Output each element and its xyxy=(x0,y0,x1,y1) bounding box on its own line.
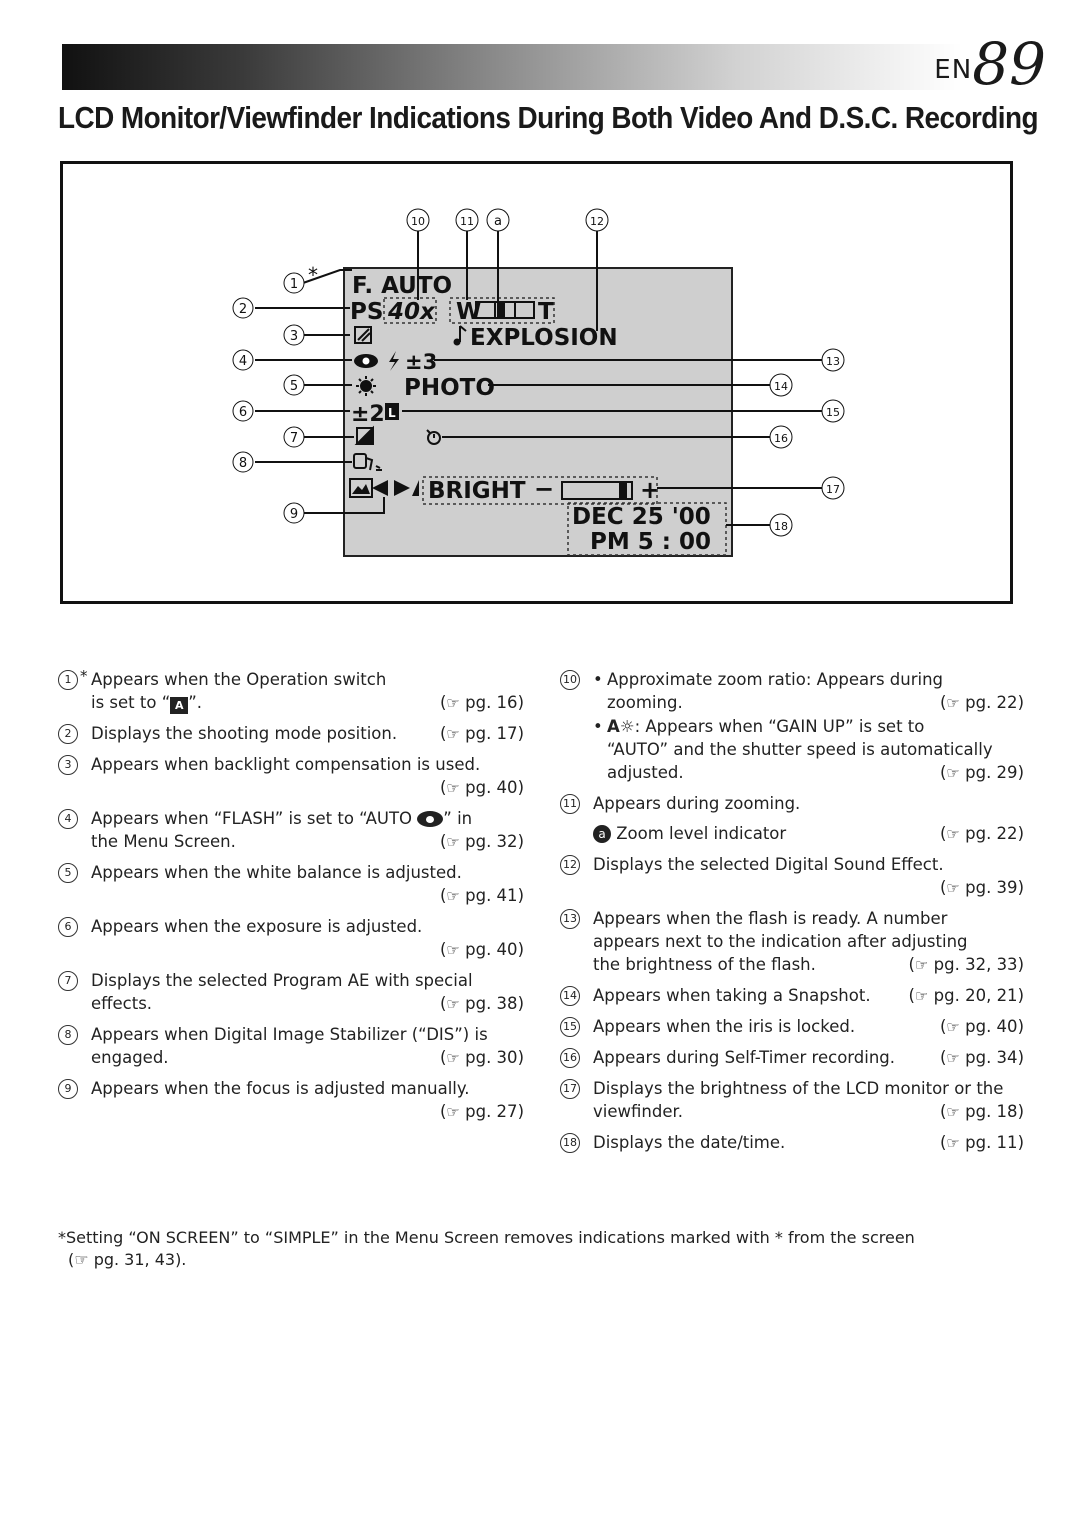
callout-4: 4 xyxy=(232,349,254,371)
lcd-diagram: F. AUTO PS 40x W T EXPLOSION ±3 PHOTO ±2… xyxy=(232,208,845,557)
bright-label: BRIGHT xyxy=(428,478,526,504)
entry-17: 17 Displays the brightness of the LCD mo… xyxy=(560,1077,1024,1124)
svg-text:14: 14 xyxy=(774,380,788,393)
snapshot-mode-text: PHOTO xyxy=(404,375,495,401)
callout-12: 12 xyxy=(585,208,609,232)
exposure-text: ±2 xyxy=(351,402,385,427)
entry-4: 4 Appears when “FLASH” is set to “AUTO ”… xyxy=(58,807,524,854)
header-gradient-bar xyxy=(62,44,962,90)
svg-text:18: 18 xyxy=(774,520,788,533)
flash-eye-icon xyxy=(417,811,444,827)
gain-up-icon: A☼ xyxy=(607,717,635,736)
auto-mode-icon: A xyxy=(170,697,189,714)
brightness-bar-icon xyxy=(561,481,633,500)
zoom-level-marker: a xyxy=(593,825,611,843)
svg-text:16: 16 xyxy=(774,432,788,445)
callout-15: 15 xyxy=(821,399,845,423)
focus-mode-text: F. AUTO xyxy=(352,273,452,299)
callout-7: 7 xyxy=(283,426,305,448)
right-descriptions: 10 Approximate zoom ratio: Appears durin… xyxy=(560,668,1024,1162)
page-title: LCD Monitor/Viewfinder Indications Durin… xyxy=(58,100,1039,135)
flash-compensation-text: ±3 xyxy=(405,350,437,374)
bright-minus: − xyxy=(534,475,554,503)
svg-text:6: 6 xyxy=(239,405,247,420)
svg-text:5: 5 xyxy=(290,379,298,394)
zoom-wide-label: W xyxy=(456,299,481,325)
zoom-bar-icon xyxy=(475,301,535,319)
entry-11: 11 Appears during zooming. a Zoom level … xyxy=(560,792,1024,846)
svg-text:15: 15 xyxy=(826,406,840,419)
svg-text:a: a xyxy=(494,214,502,229)
callout-asterisk: * xyxy=(308,263,318,287)
callout-10: 10 xyxy=(406,208,430,232)
callout-a: a xyxy=(486,208,510,232)
svg-text:2: 2 xyxy=(239,302,247,317)
flash-eye-icon xyxy=(354,354,378,368)
svg-text:17: 17 xyxy=(826,483,840,496)
dis-icon xyxy=(353,453,382,471)
callout-16: 16 xyxy=(769,425,793,449)
callout-14: 14 xyxy=(769,373,793,397)
entry-6: 6 Appears when the exposure is adjusted.… xyxy=(58,915,524,962)
lcd-diagram-frame xyxy=(60,161,1013,604)
entry-9: 9 Appears when the focus is adjusted man… xyxy=(58,1077,524,1124)
svg-text:3: 3 xyxy=(290,329,298,344)
svg-text:10: 10 xyxy=(411,215,425,228)
entry-10: 10 Approximate zoom ratio: Appears durin… xyxy=(560,668,1024,785)
entry-5: 5 Appears when the white balance is adju… xyxy=(58,861,524,908)
callout-2: 2 xyxy=(232,297,254,319)
callout-6: 6 xyxy=(232,400,254,422)
sound-effect-text: EXPLOSION xyxy=(470,325,618,351)
time-text: PM 5 : 00 xyxy=(590,529,711,555)
svg-text:L: L xyxy=(388,406,396,420)
callout-13: 13 xyxy=(821,348,845,372)
entry-2: 2 Displays the shooting mode position.(☞… xyxy=(58,722,524,746)
zoom-ratio-text: 40x xyxy=(387,299,436,325)
flash-bolt-icon xyxy=(389,351,399,371)
callout-18: 18 xyxy=(769,513,793,537)
entry-15: 15 Appears when the iris is locked.(☞ pg… xyxy=(560,1015,1024,1039)
entry-14: 14 Appears when taking a Snapshot.(☞ pg.… xyxy=(560,984,1024,1008)
zoom-tele-label: T xyxy=(538,299,554,325)
footnote: *Setting “ON SCREEN” to “SIMPLE” in the … xyxy=(58,1228,915,1269)
iris-lock-icon: L xyxy=(385,403,399,420)
svg-text:11: 11 xyxy=(460,215,474,228)
callout-1: 1 xyxy=(283,272,305,294)
entry-3: 3 Appears when backlight compensation is… xyxy=(58,753,524,800)
svg-text:4: 4 xyxy=(239,354,247,369)
backlight-icon xyxy=(354,326,372,344)
entry-12: 12 Displays the selected Digital Sound E… xyxy=(560,853,1024,900)
bright-plus: + xyxy=(640,476,660,504)
ps-label: PS xyxy=(350,299,383,325)
entry-7: 7 Displays the selected Program AE with … xyxy=(58,969,524,1016)
program-ae-icon xyxy=(354,425,374,445)
entry-1: 1* Appears when the Operation switch is … xyxy=(58,667,524,715)
callout-3: 3 xyxy=(283,324,305,346)
svg-text:13: 13 xyxy=(826,355,840,368)
callout-8: 8 xyxy=(232,451,254,473)
entry-18: 18 Displays the date/time.(☞ pg. 11) xyxy=(560,1131,1024,1155)
svg-text:8: 8 xyxy=(239,456,247,471)
page-ref: (☞ pg. 16) xyxy=(439,693,524,712)
svg-text:9: 9 xyxy=(290,507,298,522)
date-text: DEC 25 '00 xyxy=(572,504,711,530)
left-descriptions: 1* Appears when the Operation switch is … xyxy=(58,667,524,1131)
callout-5: 5 xyxy=(283,374,305,396)
entry-13: 13 Appears when the flash is ready. A nu… xyxy=(560,907,1024,977)
svg-text:1: 1 xyxy=(290,277,298,292)
callout-9: 9 xyxy=(283,502,305,524)
self-timer-icon xyxy=(426,429,441,445)
callout-17: 17 xyxy=(821,476,845,500)
entry-16: 16 Appears during Self-Timer recording.(… xyxy=(560,1046,1024,1070)
focus-arrows-icon xyxy=(349,478,419,498)
note-icon xyxy=(453,325,467,346)
callout-11: 11 xyxy=(455,208,479,232)
svg-text:7: 7 xyxy=(290,431,298,446)
entry-8: 8 Appears when Digital Image Stabilizer … xyxy=(58,1023,524,1070)
page-number: EN89 xyxy=(934,30,1046,98)
white-balance-icon xyxy=(356,376,376,396)
svg-text:12: 12 xyxy=(590,215,604,228)
